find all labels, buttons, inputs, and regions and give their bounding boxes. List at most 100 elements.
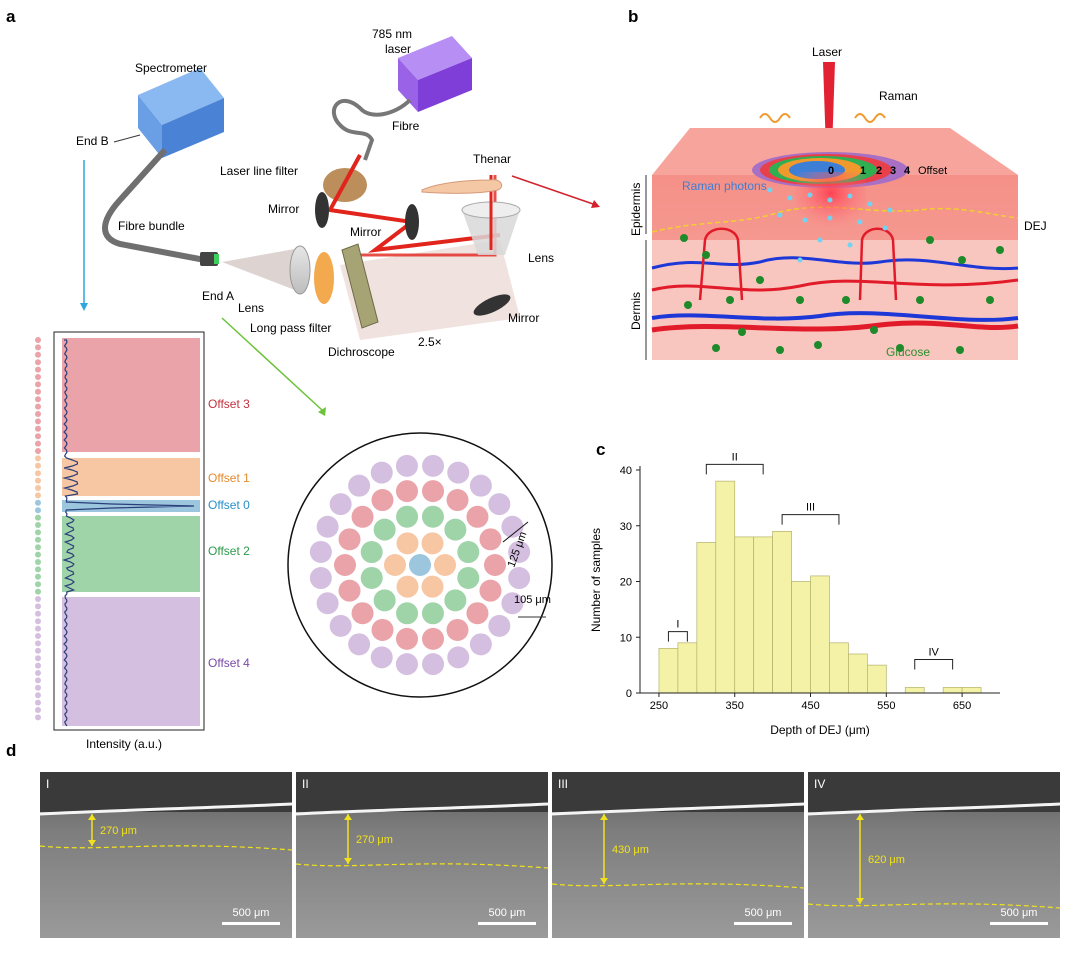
fibre-dot xyxy=(35,374,41,380)
fibre-dot xyxy=(35,684,41,691)
histogram-bar xyxy=(810,575,830,694)
fibre-core xyxy=(395,480,418,503)
glucose-dot xyxy=(926,236,934,244)
offset1-label: Offset 1 xyxy=(208,471,250,485)
group-label: I xyxy=(676,619,679,631)
fibre-core xyxy=(479,579,502,602)
fibre-dot xyxy=(35,411,41,417)
fibre-core xyxy=(384,554,406,576)
glucose-dot xyxy=(738,328,746,336)
epidermis-label: Epidermis xyxy=(629,183,643,236)
fibre-core xyxy=(488,614,511,637)
y-tick-label: 0 xyxy=(626,688,632,700)
oct-scale-bar xyxy=(478,922,536,925)
histogram-bar xyxy=(696,542,717,694)
fibre-core xyxy=(421,505,444,528)
fibre-core xyxy=(329,614,352,637)
mirror-1-label: Mirror xyxy=(268,202,299,216)
offset0-label: Offset 0 xyxy=(208,498,250,512)
oct-scale-label: 500 μm xyxy=(233,907,270,919)
fibre-core xyxy=(457,541,480,564)
fibre-cable xyxy=(332,98,412,161)
end-b-label: End B xyxy=(76,134,109,148)
fibre-core xyxy=(421,575,444,598)
oct-panel-id: I xyxy=(46,777,49,791)
fibre-core xyxy=(309,567,332,590)
fibre-dot xyxy=(35,692,41,699)
histogram-bar xyxy=(848,653,868,694)
fibre-dot xyxy=(35,470,41,477)
fibre-core xyxy=(348,633,371,656)
oct-scale-label: 500 μm xyxy=(1001,907,1038,919)
fibre-core xyxy=(373,518,396,541)
oct-panel-id: II xyxy=(302,777,309,791)
spectrum-panel: Offset 3 Offset 1 Offset 0 Offset 2 Offs… xyxy=(35,331,250,751)
diameter-label: 105 μm xyxy=(514,594,551,606)
laser-beam-label: Laser xyxy=(812,45,842,59)
group-bracket xyxy=(914,659,954,670)
lens-1-label: Lens xyxy=(238,301,264,315)
fibre-core xyxy=(479,528,502,551)
raman-photon xyxy=(857,219,863,225)
thenar-label: Thenar xyxy=(473,152,511,166)
glucose-dot xyxy=(702,251,710,259)
oct-depth-label: 270 μm xyxy=(356,834,393,846)
fibre-dot xyxy=(35,603,41,610)
fibre-core xyxy=(395,653,418,676)
glucose-dot xyxy=(796,296,804,304)
oct-depth-label: 430 μm xyxy=(612,844,649,856)
fibre-core xyxy=(508,540,531,563)
laser-label-2: laser xyxy=(385,42,411,56)
fibre-dot xyxy=(35,366,41,373)
fibre-core xyxy=(371,618,394,641)
raman-photon xyxy=(827,215,833,221)
fibre-dot xyxy=(35,351,41,358)
fibre-core xyxy=(395,454,418,477)
fibre-dot xyxy=(35,655,41,662)
panel-label-b: b xyxy=(628,7,638,26)
fibre-dot xyxy=(35,396,41,403)
fibre-dot xyxy=(35,596,41,602)
fibre-dot xyxy=(35,514,41,521)
oct-scale-bar xyxy=(990,922,1048,925)
histogram-bar xyxy=(829,642,849,694)
dichroscope xyxy=(341,243,379,329)
fibre-core xyxy=(348,474,371,497)
fibre-dot xyxy=(35,588,41,595)
oct-panel-id: III xyxy=(558,777,568,791)
fibre-dot xyxy=(35,536,41,543)
fibre-core xyxy=(395,627,418,650)
x-tick-label: 550 xyxy=(877,700,895,712)
oct-scale-bar xyxy=(734,922,792,925)
fibre-core xyxy=(501,515,524,538)
fibre-dot xyxy=(35,573,41,580)
fibre-dot xyxy=(35,403,41,410)
glucose-dot xyxy=(870,326,878,334)
fibre-dot xyxy=(35,485,41,491)
offset-number: 2 xyxy=(876,165,882,177)
fibre-core xyxy=(446,489,469,512)
histogram-bar xyxy=(867,664,887,694)
fibre-core xyxy=(351,505,374,528)
skin-top-surface xyxy=(652,128,1018,175)
fibre-core xyxy=(409,554,431,576)
fibre-core xyxy=(422,480,445,503)
raman-photon xyxy=(827,197,833,203)
spectrum-frame xyxy=(53,331,205,731)
panel-label-d: d xyxy=(6,741,16,760)
fibre-core xyxy=(373,589,396,612)
histogram-bar xyxy=(942,687,963,694)
fibre-core xyxy=(444,589,467,612)
laser-box xyxy=(398,36,472,112)
magnification-label: 2.5× xyxy=(418,335,442,349)
fibre-core xyxy=(422,454,445,477)
histogram-bar xyxy=(772,530,792,694)
fibre-dot xyxy=(35,359,41,366)
fibre-dot xyxy=(35,425,41,432)
fibre-core xyxy=(422,653,445,676)
histogram-bar xyxy=(753,536,773,694)
